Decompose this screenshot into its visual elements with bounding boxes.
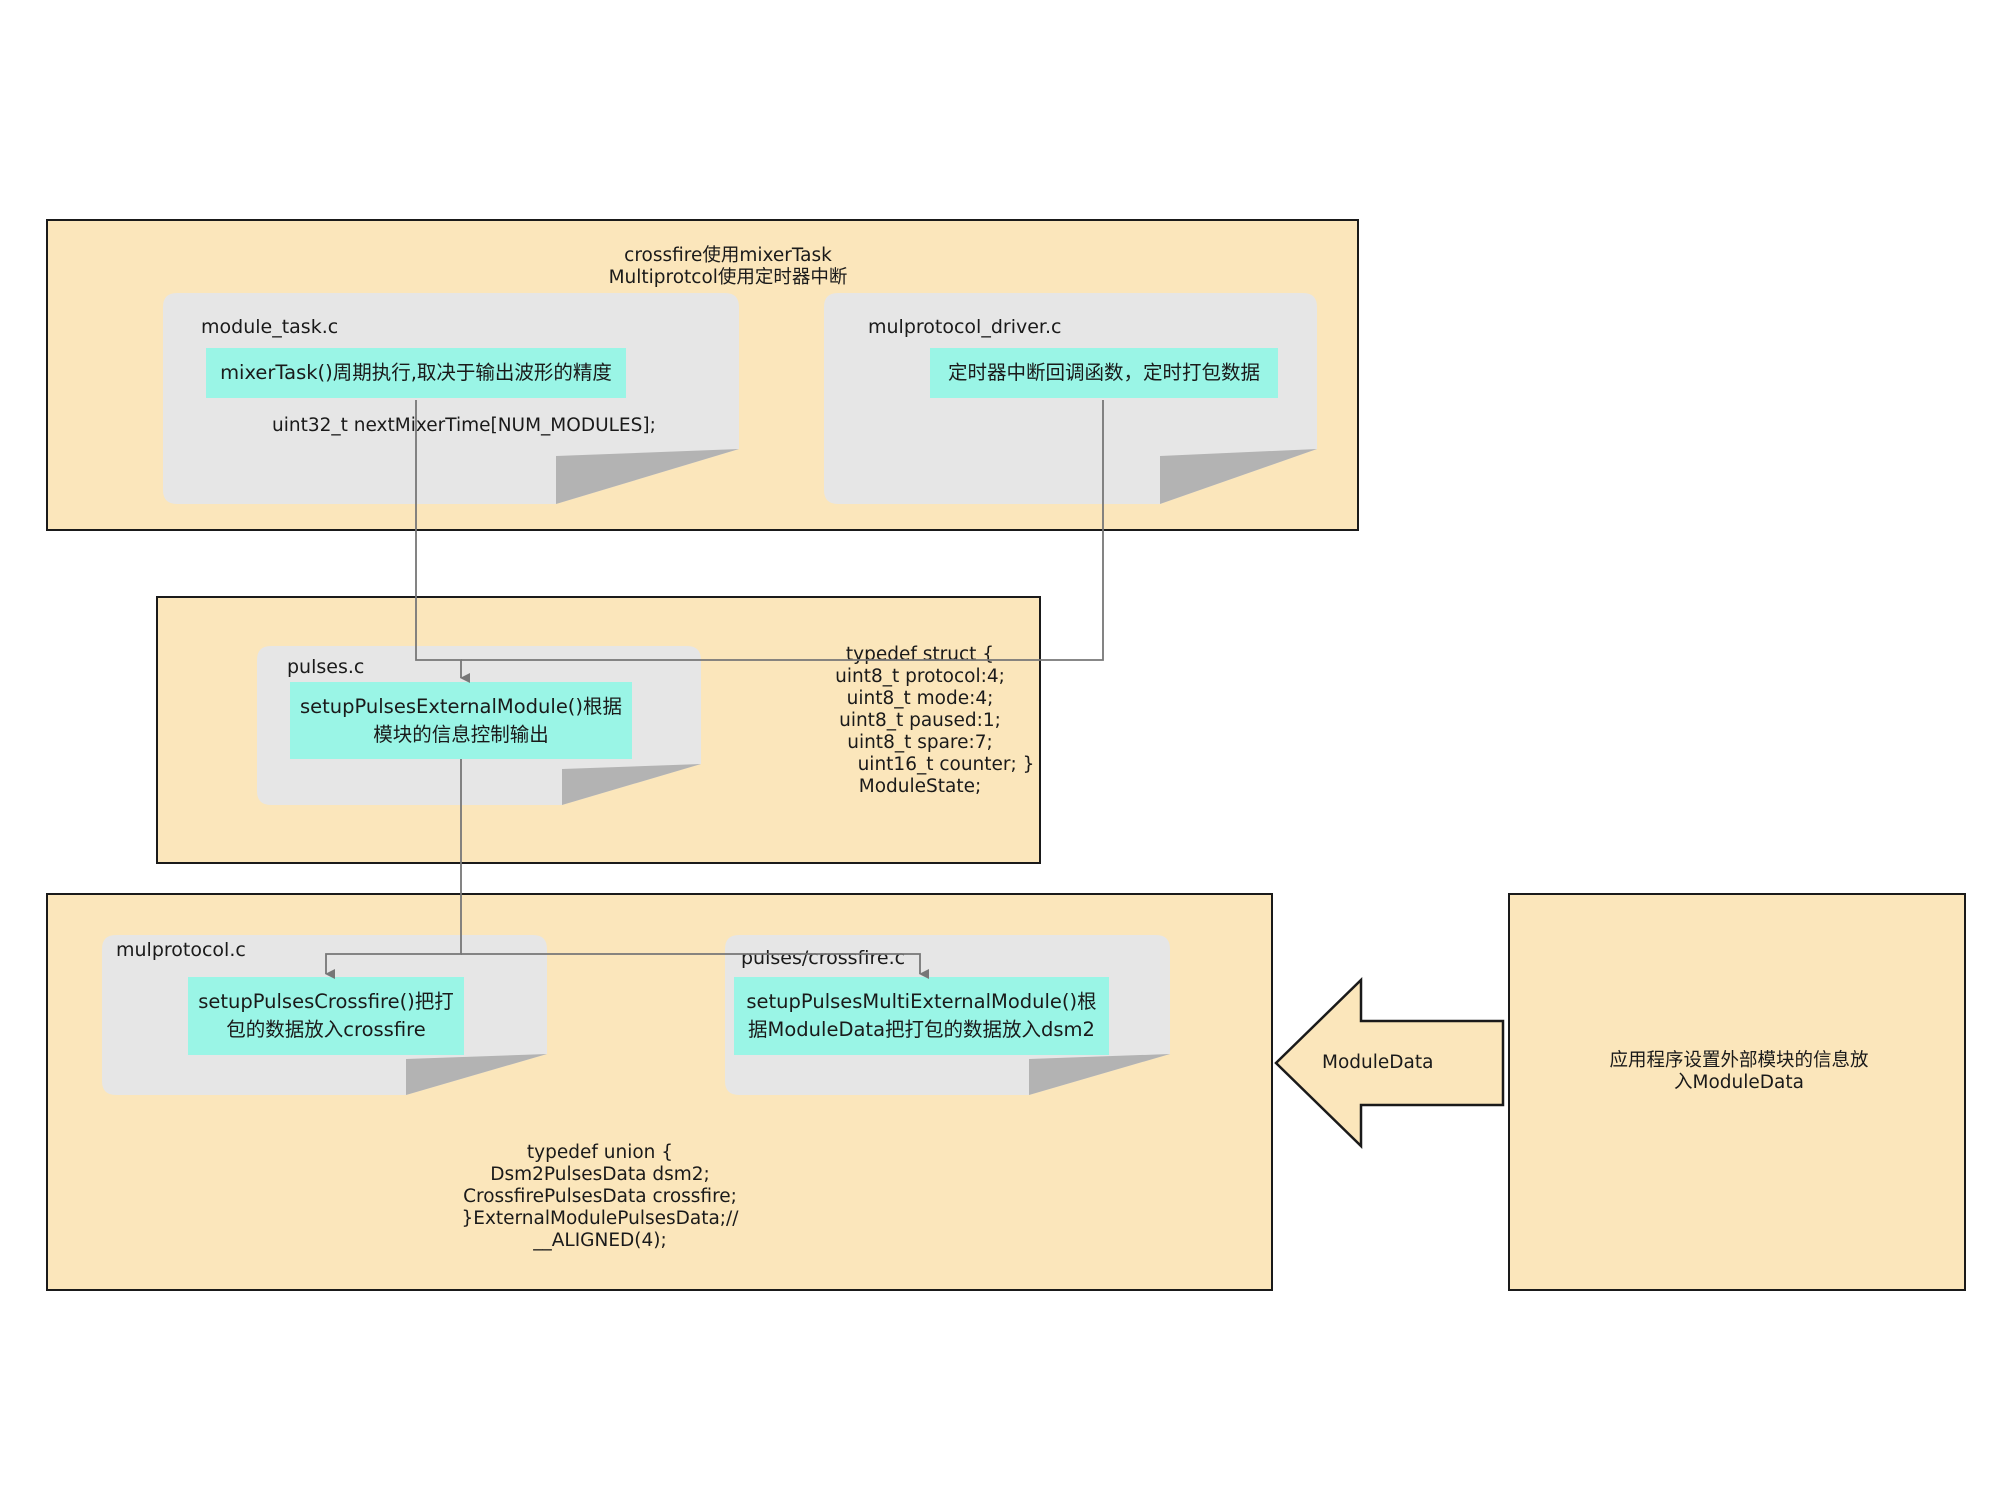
note-module-task: module_task.c mixerTask()周期执行,取决于输出波形的精度… xyxy=(163,293,739,504)
note-mulprotocol: mulprotocol.c setupPulsesCrossfire()把打 包… xyxy=(102,935,547,1095)
setup-pulses-multi-external-module-function: setupPulsesMultiExternalModule()根 据Modul… xyxy=(734,977,1109,1055)
connector-mixer-to-pulses xyxy=(415,400,470,683)
connector-pulses-to-crossfire xyxy=(461,953,929,979)
app-panel-text: 应用程序设置外部模块的信息放 入ModuleData xyxy=(1510,1050,1968,1094)
struct-line: uint8_t paused:1; xyxy=(839,710,1001,731)
app-panel: 应用程序设置外部模块的信息放 入ModuleData xyxy=(1508,893,1966,1291)
union-line: CrossfirePulsesData crossfire; xyxy=(463,1186,737,1207)
struct-line: uint8_t spare:7; xyxy=(847,732,993,753)
module-data-arrow-label: ModuleData xyxy=(1322,1052,1434,1073)
union-line: Dsm2PulsesData dsm2; xyxy=(490,1164,710,1185)
union-line: typedef union { xyxy=(526,1142,674,1163)
mixer-task-function: mixerTask()周期执行,取决于输出波形的精度 xyxy=(206,348,626,398)
connector-pulses-to-mulprotocol xyxy=(325,759,462,979)
note-title: pulses/crossfire.c xyxy=(741,947,906,969)
struct-line: uint8_t protocol:4; xyxy=(835,666,1005,687)
struct-line: uint8_t mode:4; xyxy=(846,688,994,709)
connector-driver-to-pulses xyxy=(461,400,1104,661)
struct-line: uint16_t counter; } xyxy=(857,754,1035,775)
app-line-2: 入ModuleData xyxy=(1674,1072,1804,1093)
note-title: mulprotocol.c xyxy=(116,939,246,961)
union-line: }ExternalModulePulsesData;// xyxy=(461,1208,739,1229)
next-mixer-time-code: uint32_t nextMixerTime[NUM_MODULES]; xyxy=(272,415,656,436)
note-shape xyxy=(163,293,739,504)
note-pulses: pulses.c setupPulsesExternalModule()根据 模… xyxy=(257,646,701,805)
note-shape xyxy=(824,293,1317,504)
caption-line-1: crossfire使用mixerTask xyxy=(624,245,832,266)
app-line-1: 应用程序设置外部模块的信息放 xyxy=(1609,1050,1869,1071)
timer-interrupt-function: 定时器中断回调函数，定时打包数据 xyxy=(930,348,1278,398)
top-panel-caption: crossfire使用mixerTask Multiprotcol使用定时器中断 xyxy=(498,245,958,289)
function-line-2: 包的数据放入crossfire xyxy=(226,1018,426,1041)
caption-line-2: Multiprotcol使用定时器中断 xyxy=(608,267,848,288)
function-line-2: 据ModuleData把打包的数据放入dsm2 xyxy=(748,1018,1095,1041)
function-line-1: setupPulsesCrossfire()把打 xyxy=(198,990,454,1013)
module-data-arrow xyxy=(1274,977,1505,1149)
note-crossfire: pulses/crossfire.c setupPulsesMultiExter… xyxy=(725,935,1170,1095)
setup-pulses-crossfire-function: setupPulsesCrossfire()把打 包的数据放入crossfire xyxy=(188,977,464,1055)
note-title: module_task.c xyxy=(201,316,339,338)
function-line-1: setupPulsesMultiExternalModule()根 xyxy=(746,990,1097,1013)
function-line-2: 模块的信息控制输出 xyxy=(373,722,549,746)
struct-line: ModuleState; xyxy=(858,776,982,797)
note-title: pulses.c xyxy=(287,656,365,678)
union-line: __ALIGNED(4); xyxy=(533,1230,667,1251)
external-module-pulses-union: typedef union { Dsm2PulsesData dsm2; Cro… xyxy=(440,1142,760,1252)
setup-pulses-external-module-function: setupPulsesExternalModule()根据 模块的信息控制输出 xyxy=(290,682,632,759)
note-mulprotocol-driver: mulprotocol_driver.c 定时器中断回调函数，定时打包数据 xyxy=(824,293,1317,504)
function-line-1: setupPulsesExternalModule()根据 xyxy=(299,694,623,718)
note-title: mulprotocol_driver.c xyxy=(868,316,1062,338)
